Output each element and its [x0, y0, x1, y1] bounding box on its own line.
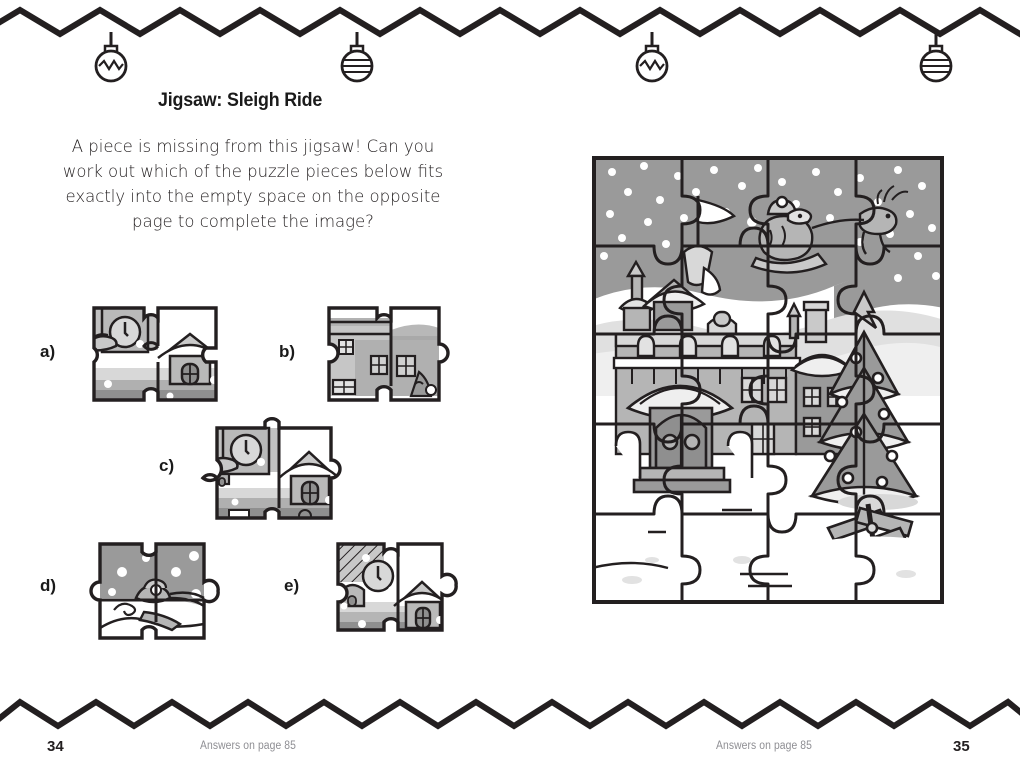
page-number-right: 35	[953, 738, 970, 755]
main-jigsaw-image	[592, 156, 944, 604]
bauble-zigzag-2	[635, 32, 669, 83]
option-c-art	[200, 417, 342, 520]
page-number-left: 34	[47, 738, 64, 755]
option-e[interactable]: e)	[280, 532, 480, 642]
option-a-label: a)	[40, 342, 56, 361]
option-b[interactable]: b)	[275, 300, 465, 408]
option-c-label: c)	[159, 456, 175, 475]
option-a-art	[92, 306, 218, 402]
option-e-art	[336, 542, 458, 632]
garland-bottom-decoration	[0, 698, 1020, 730]
option-c[interactable]: c)	[155, 404, 355, 528]
option-d-art	[89, 542, 220, 640]
option-b-art	[327, 306, 450, 402]
option-d-label: d)	[40, 576, 57, 595]
bauble-stripe-2	[919, 32, 953, 83]
option-e-label: e)	[284, 576, 300, 595]
page-title: Jigsaw: Sleigh Ride	[158, 90, 323, 111]
answers-note-left: Answers on page 85	[200, 740, 296, 752]
option-d[interactable]: d)	[36, 532, 236, 642]
option-a[interactable]: a)	[36, 300, 236, 408]
bauble-zigzag-1	[94, 32, 128, 83]
answers-note-right: Answers on page 85	[716, 740, 812, 752]
instructions-text: A piece is missing from this jigsaw! Can…	[62, 137, 444, 231]
bauble-stripe-1	[340, 32, 374, 83]
option-b-label: b)	[279, 342, 296, 361]
garland-top-decoration	[0, 6, 1020, 83]
